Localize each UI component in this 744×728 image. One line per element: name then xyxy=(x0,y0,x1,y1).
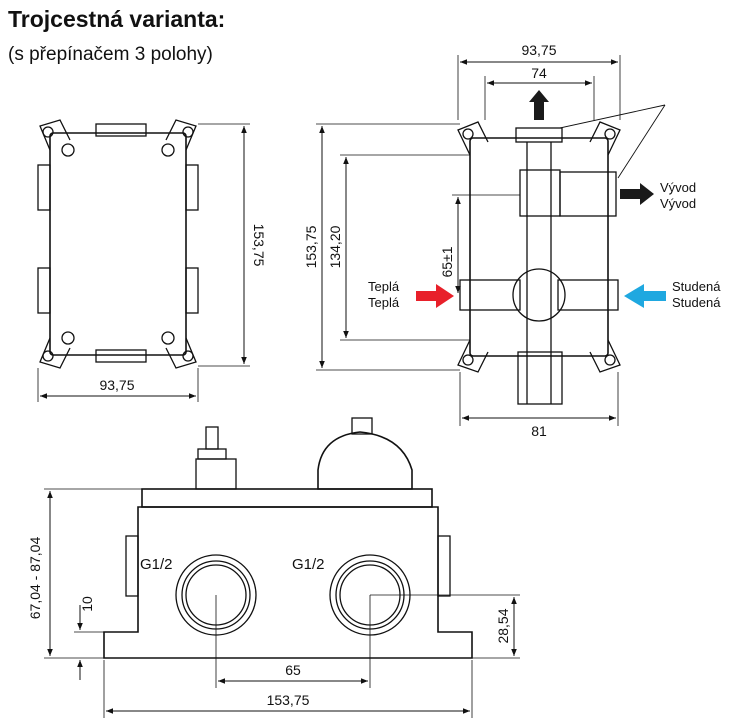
bottom-depth-dim: 67,04 - 87,04 xyxy=(27,537,43,620)
front-view xyxy=(37,119,250,402)
side-outer-height-dim: 153,75 xyxy=(303,225,319,268)
outlet-label-2: Vývod xyxy=(660,196,696,211)
front-width-dim: 93,75 xyxy=(99,377,134,393)
hot-water-arrow xyxy=(416,284,454,308)
cold-label-1: Studená xyxy=(672,279,721,294)
front-bottom-tab xyxy=(95,349,147,363)
bottom-width-dim: 153,75 xyxy=(267,692,310,708)
hot-label-1: Teplá xyxy=(368,279,400,294)
front-screw xyxy=(161,143,175,157)
cold-label-2: Studená xyxy=(672,295,721,310)
front-body xyxy=(49,132,187,356)
front-right-tab-lower xyxy=(185,267,199,314)
side-bottom-width-dim: 81 xyxy=(531,423,547,439)
port-right-label: G1/2 xyxy=(292,556,325,573)
front-top-tab xyxy=(95,123,147,137)
bottom-port-spacing-dim: 65 xyxy=(285,662,301,678)
side-inner-width-dim: 74 xyxy=(531,65,547,81)
front-lug-bl xyxy=(39,337,71,369)
outlet-label-1: Vývod xyxy=(660,180,696,195)
side-view xyxy=(316,55,666,426)
front-lug-tr xyxy=(165,119,197,151)
cold-water-arrow xyxy=(624,284,666,308)
front-screw xyxy=(161,331,175,345)
front-lug-br xyxy=(165,337,197,369)
bottom-port-height-dim: 28,54 xyxy=(495,608,511,643)
hot-label-2: Teplá xyxy=(368,295,400,310)
side-outer-width-dim: 93,75 xyxy=(521,42,556,58)
front-height-dim: 153,75 xyxy=(251,224,267,267)
outlet-arrow-right xyxy=(620,183,654,205)
side-offset-dim: 65±1 xyxy=(439,246,455,277)
bottom-small-dim: 10 xyxy=(79,596,95,612)
page-title: Trojcestná varianta: xyxy=(8,6,226,32)
side-inner-height-dim: 134,20 xyxy=(327,225,343,268)
outlet-arrow-up xyxy=(529,90,549,120)
port-left-label: G1/2 xyxy=(140,556,173,573)
front-screw xyxy=(61,143,75,157)
page-subtitle: (s přepínačem 3 polohy) xyxy=(8,44,213,65)
front-screw xyxy=(61,331,75,345)
front-right-tab-upper xyxy=(185,164,199,211)
front-left-tab-upper xyxy=(37,164,51,211)
bottom-view xyxy=(44,417,520,718)
side-body xyxy=(469,137,609,357)
front-left-tab-lower xyxy=(37,267,51,314)
front-lug-tl xyxy=(39,119,71,151)
